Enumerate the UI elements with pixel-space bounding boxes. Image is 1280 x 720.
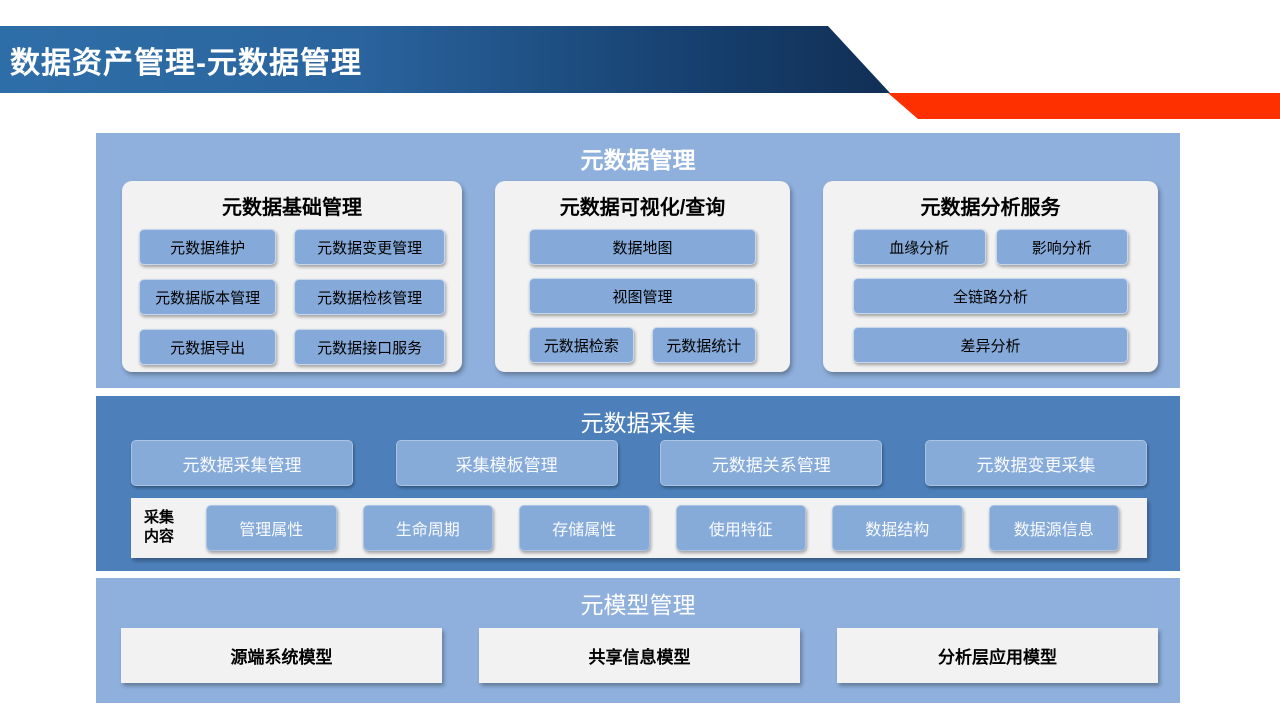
node-pair: 元数据检索 元数据统计 bbox=[529, 327, 756, 363]
diagram-node: 生命周期 bbox=[362, 505, 493, 551]
diagram-node: 元数据关系管理 bbox=[660, 440, 883, 486]
diagram-node: 元数据导出 bbox=[139, 329, 277, 365]
section-title: 元数据管理 bbox=[580, 147, 696, 173]
panel-title: 元数据可视化/查询 bbox=[559, 197, 726, 219]
collection-node-row: 元数据采集管理 采集模板管理 元数据关系管理 元数据变更采集 bbox=[131, 440, 1147, 486]
content-label-line: 内容 bbox=[144, 528, 175, 545]
panel-basic-management: 元数据基础管理 元数据维护 元数据变更管理 元数据版本管理 元数据检核管理 元数… bbox=[122, 181, 462, 372]
page-title: 数据资产管理-元数据管理 bbox=[10, 46, 362, 80]
diagram-node: 元数据维护 bbox=[139, 229, 277, 265]
diagram-node: 元数据变更管理 bbox=[294, 229, 445, 265]
diagram-node: 数据源信息 bbox=[988, 505, 1119, 551]
panel-node-column: 血缘分析 影响分析 全链路分析 差异分析 bbox=[823, 229, 1158, 363]
content-label: 采集 内容 bbox=[144, 509, 196, 547]
diagram-node: 差异分析 bbox=[853, 327, 1128, 363]
diagram-node: 元数据采集管理 bbox=[131, 440, 353, 486]
diagram-node: 管理属性 bbox=[206, 505, 337, 551]
diagram-node: 元数据检核管理 bbox=[294, 279, 445, 315]
panel-analysis-service: 元数据分析服务 血缘分析 影响分析 全链路分析 差异分析 bbox=[823, 181, 1158, 372]
section-metadata-management: 元数据管理 元数据基础管理 元数据维护 元数据变更管理 元数据版本管理 元数据检… bbox=[96, 133, 1180, 388]
panel-row: 元数据基础管理 元数据维护 元数据变更管理 元数据版本管理 元数据检核管理 元数… bbox=[122, 181, 1158, 372]
diagram-node: 使用特征 bbox=[675, 505, 806, 551]
diagram-node: 共享信息模型 bbox=[479, 628, 800, 683]
panel-title: 元数据基础管理 bbox=[222, 197, 362, 219]
diagram-node: 元数据统计 bbox=[651, 327, 756, 363]
section-title: 元数据采集 bbox=[580, 410, 696, 436]
collection-content-strip: 采集 内容 管理属性 生命周期 存储属性 使用特征 数据结构 数据源信息 bbox=[131, 498, 1147, 558]
diagram-node: 数据地图 bbox=[529, 229, 756, 265]
header-bar: 数据资产管理-元数据管理 bbox=[0, 26, 890, 93]
diagram-node: 血缘分析 bbox=[853, 229, 986, 265]
model-row: 源端系统模型 共享信息模型 分析层应用模型 bbox=[121, 628, 1158, 683]
diagram-node: 元数据变更采集 bbox=[924, 440, 1147, 486]
diagram-node: 影响分析 bbox=[995, 229, 1128, 265]
panel-node-grid: 元数据维护 元数据变更管理 元数据版本管理 元数据检核管理 元数据导出 元数据接… bbox=[122, 229, 462, 365]
content-label-line: 采集 bbox=[144, 509, 175, 527]
diagram-node: 数据结构 bbox=[832, 505, 963, 551]
section-metamodel-management: 元模型管理 源端系统模型 共享信息模型 分析层应用模型 bbox=[96, 578, 1180, 703]
content-node-row: 管理属性 生命周期 存储属性 使用特征 数据结构 数据源信息 bbox=[206, 505, 1119, 551]
panel-node-column: 数据地图 视图管理 元数据检索 元数据统计 bbox=[495, 229, 790, 363]
accent-ribbon bbox=[888, 93, 1280, 119]
diagram-node: 分析层应用模型 bbox=[837, 628, 1158, 683]
panel-title: 元数据分析服务 bbox=[920, 197, 1061, 219]
diagram-node: 元数据版本管理 bbox=[139, 279, 277, 315]
diagram-node: 存储属性 bbox=[519, 505, 650, 551]
diagram-node: 元数据检索 bbox=[529, 327, 634, 363]
diagram-node: 元数据接口服务 bbox=[294, 329, 445, 365]
diagram-node: 源端系统模型 bbox=[121, 628, 442, 683]
panel-visualization-query: 元数据可视化/查询 数据地图 视图管理 元数据检索 元数据统计 bbox=[495, 181, 790, 372]
node-pair: 血缘分析 影响分析 bbox=[853, 229, 1128, 265]
diagram-node: 全链路分析 bbox=[853, 278, 1128, 314]
section-title: 元模型管理 bbox=[580, 592, 696, 618]
diagram-node: 采集模板管理 bbox=[395, 440, 618, 486]
diagram-node: 视图管理 bbox=[529, 278, 756, 314]
section-metadata-collection: 元数据采集 元数据采集管理 采集模板管理 元数据关系管理 元数据变更采集 采集 … bbox=[96, 396, 1180, 571]
